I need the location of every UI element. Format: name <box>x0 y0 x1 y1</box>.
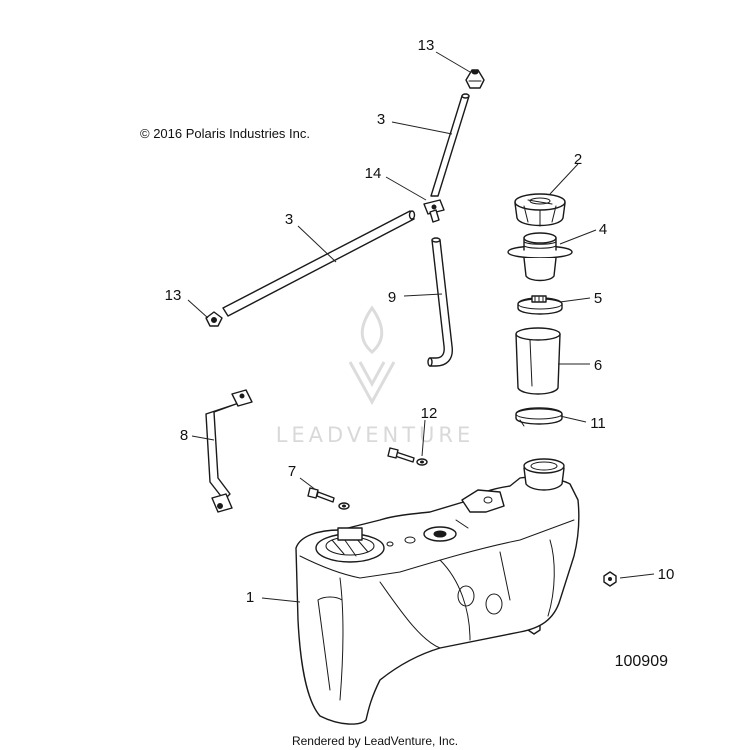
callout-labels: 13 3 14 3 13 2 4 5 9 6 12 11 8 7 10 1 <box>165 37 675 606</box>
callout-10: 10 <box>658 566 675 583</box>
part-5-hose-clamp <box>517 295 563 315</box>
callout-3-upper: 3 <box>377 111 385 128</box>
part-13-vent-fitting-top <box>465 69 485 89</box>
callout-5: 5 <box>594 290 602 307</box>
part-14-tee-fitting <box>423 199 445 223</box>
callout-8: 8 <box>180 427 188 444</box>
part-1-fuel-tank <box>295 458 580 725</box>
part-9-bent-hose <box>427 237 453 367</box>
part-12-bolt-washer <box>387 447 428 466</box>
callout-9: 9 <box>388 289 396 306</box>
part-4-filler-neck <box>507 232 573 282</box>
callout-3-long: 3 <box>285 211 293 228</box>
part-2-fuel-cap <box>514 193 566 227</box>
callout-7: 7 <box>288 463 296 480</box>
callout-13-left: 13 <box>165 287 182 304</box>
part-8-fuel-line <box>205 389 253 513</box>
part-6-hose-sleeve <box>515 327 561 395</box>
callout-14: 14 <box>365 165 382 182</box>
part-10-nut <box>603 571 617 587</box>
diagram-number: 100909 <box>615 653 668 670</box>
part-7-bolt-washer <box>307 487 350 510</box>
callout-12: 12 <box>421 405 438 422</box>
callout-4: 4 <box>599 221 607 238</box>
leader-lines <box>187 51 655 603</box>
footer-credit: Rendered by LeadVenture, Inc. <box>292 734 458 748</box>
callout-13-top: 13 <box>418 37 435 54</box>
callout-1: 1 <box>246 589 254 606</box>
part-13-vent-fitting-left <box>205 311 223 327</box>
watermark-logo <box>348 305 396 406</box>
copyright-text: © 2016 Polaris Industries Inc. <box>140 126 310 141</box>
callout-6: 6 <box>594 357 602 374</box>
part-3-vent-hose-upper <box>430 93 470 197</box>
callout-2: 2 <box>574 151 582 168</box>
callout-11: 11 <box>590 415 606 432</box>
part-11-hose-clamp <box>515 407 563 427</box>
watermark: LEADVENTURE <box>276 305 475 447</box>
part-3-vent-hose-long <box>222 210 416 317</box>
watermark-text: LEADVENTURE <box>276 423 475 447</box>
